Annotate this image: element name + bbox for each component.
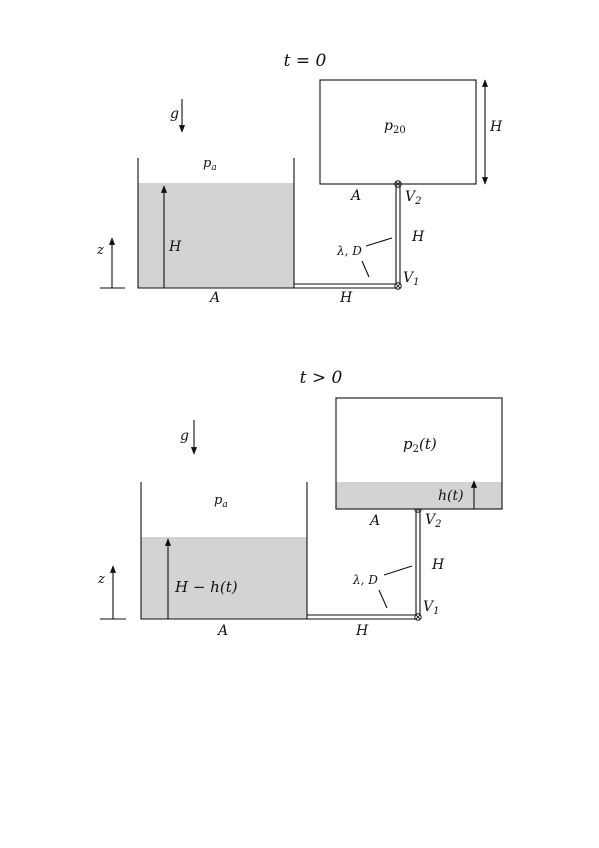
right-tank-pressure-label: p20 xyxy=(384,118,406,136)
right-tank xyxy=(319,79,477,185)
pipe-friction-label: λ, D xyxy=(352,573,378,587)
valve-v2-label: V2 xyxy=(425,512,442,530)
right-tank-level-label: h(t) xyxy=(438,488,464,504)
vertical-pipe-length-label: H xyxy=(411,229,425,245)
left-tank-walls xyxy=(137,158,295,289)
title-t0: t = 0 xyxy=(284,51,327,71)
left-tank-area-label: A xyxy=(208,290,220,306)
valve-v1-label: V1 xyxy=(403,270,420,288)
horizontal-pipe-length-label: H xyxy=(355,623,369,639)
left-tank-pressure-label: pa xyxy=(203,156,217,173)
left-tank-walls xyxy=(140,482,308,620)
title-t-positive: t > 0 xyxy=(300,368,343,388)
friction-leader-2 xyxy=(361,260,370,278)
right-tank xyxy=(335,397,503,510)
left-tank-water xyxy=(138,183,294,288)
valve-v2-label: V2 xyxy=(405,189,422,207)
left-tank-pressure-label: pa xyxy=(214,493,228,510)
gravity-label: g xyxy=(180,428,189,444)
vertical-pipe-length-label: H xyxy=(431,557,445,573)
left-tank-area-label: A xyxy=(216,623,228,639)
z-axis-label: z xyxy=(96,243,104,258)
right-tank-area-label: A xyxy=(349,188,361,204)
valve-v1-icon xyxy=(394,282,402,290)
valve-v1-label: V1 xyxy=(423,599,440,617)
right-tank-pressure-label: p2(t) xyxy=(403,435,437,455)
left-tank-level-label: H − h(t) xyxy=(174,578,238,596)
left-tank-water xyxy=(141,537,307,619)
diagram-t0: t = 0 g pa H A z H H xyxy=(96,51,503,306)
right-tank-height-label: H xyxy=(489,119,503,135)
gravity-label: g xyxy=(170,106,179,122)
left-tank-level-label: H xyxy=(168,239,182,255)
right-tank-water xyxy=(336,482,502,509)
friction-leader-2 xyxy=(378,589,388,609)
horizontal-pipe-length-label: H xyxy=(339,290,353,306)
friction-leader-1 xyxy=(383,565,413,576)
diagram-t-positive: t > 0 g pa H − h(t) A z H H xyxy=(97,368,503,639)
z-axis-label: z xyxy=(97,572,105,587)
friction-leader-1 xyxy=(365,237,393,247)
valve-v1-icon xyxy=(414,613,422,621)
right-tank-area-label: A xyxy=(368,513,380,529)
pipe-friction-label: λ, D xyxy=(336,244,362,258)
